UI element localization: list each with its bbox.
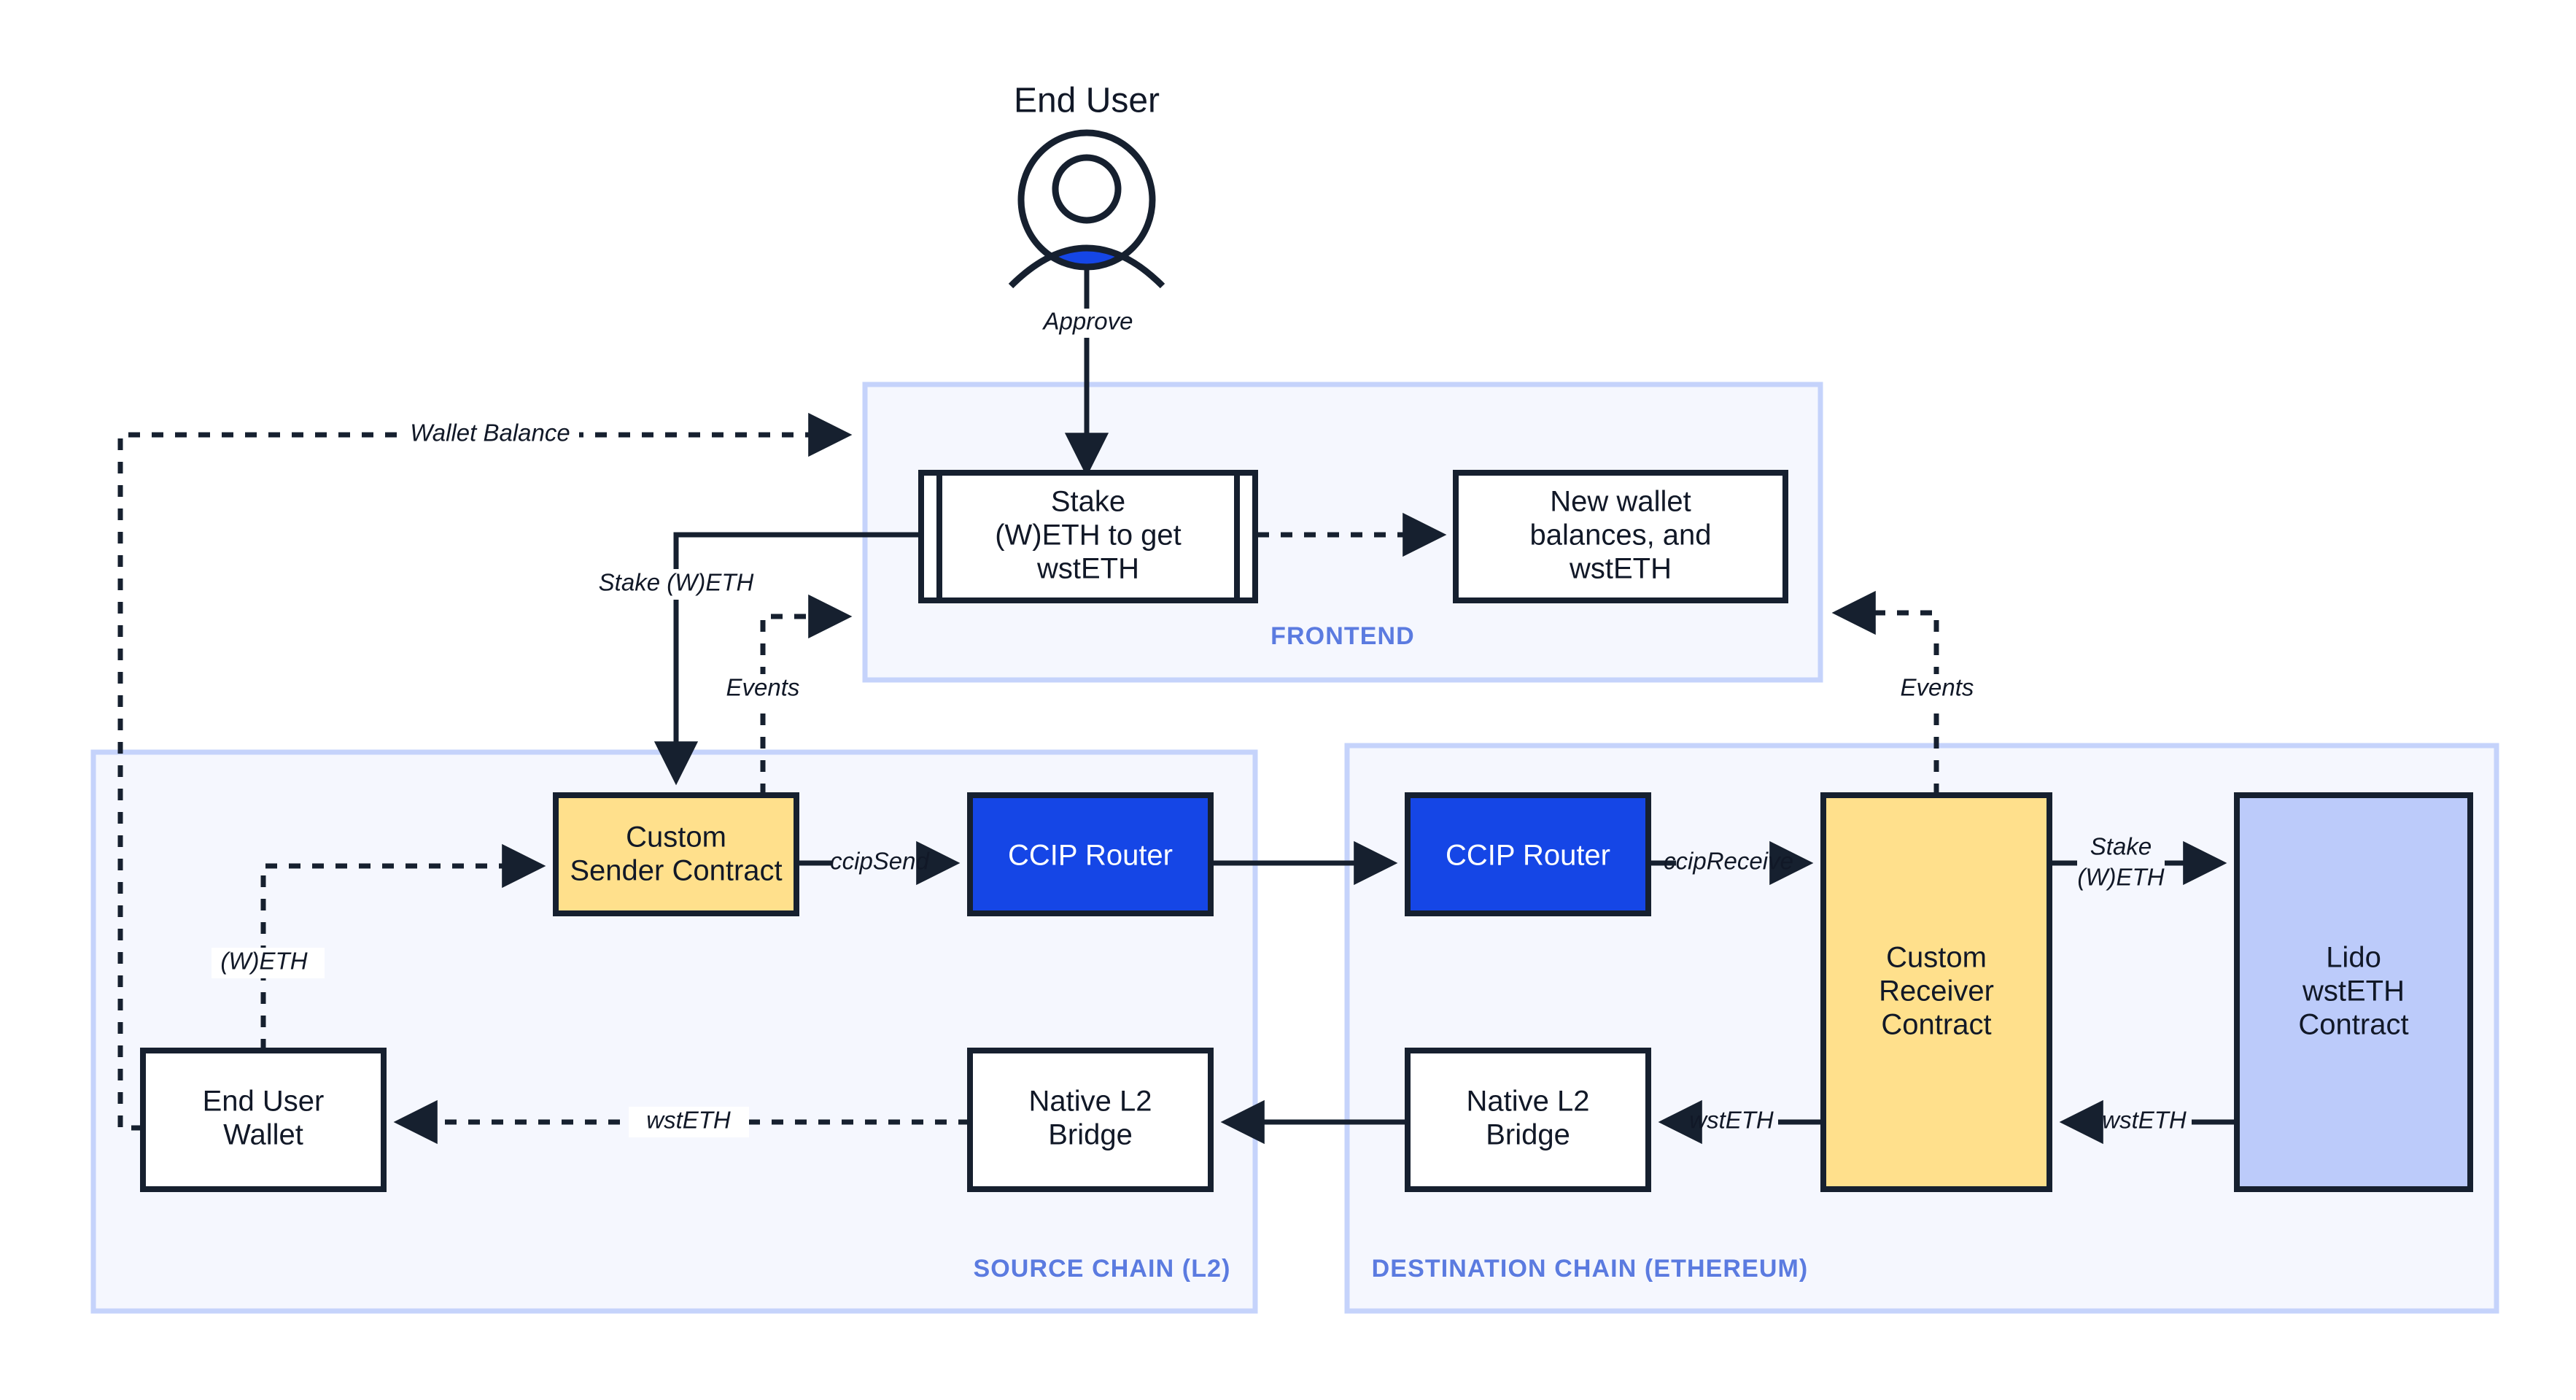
node-end-user-wallet[interactable]: End User Wallet <box>140 1048 387 1192</box>
node-router-dst-label: CCIP Router <box>1446 840 1610 872</box>
edge-label-events-source: Events <box>726 674 800 701</box>
edge-label-weth: (W)ETH <box>220 948 307 975</box>
node-lido-line-2: wstETH <box>2302 975 2405 1008</box>
node-stake-form-line-1: Stake <box>1051 486 1125 518</box>
group-label-source-chain: SOURCE CHAIN (L2) <box>973 1255 1230 1283</box>
edge-stake-weth-to-lido: Stake (W)ETH <box>2049 833 2227 891</box>
node-native-l2-bridge-destination[interactable]: Native L2 Bridge <box>1405 1048 1651 1192</box>
edge-label-wsteth-lido: wstETH <box>2102 1107 2187 1134</box>
node-lido-line-3: Contract <box>2298 1009 2408 1041</box>
edge-label-stake-line-2: (W)ETH <box>2077 864 2164 891</box>
node-bridge-src-line-1: Native L2 <box>1029 1086 1152 1118</box>
node-new-balances-line-2: balances, and <box>1529 519 1711 552</box>
node-ccip-router-source[interactable]: CCIP Router <box>967 792 1214 916</box>
edge-label-wsteth-receiver: wstETH <box>1689 1107 1774 1134</box>
node-lido-line-1: Lido <box>2326 942 2381 974</box>
edge-events-source: Events <box>713 594 853 795</box>
node-new-wallet-balances[interactable]: New wallet balances, and wstETH <box>1453 470 1788 603</box>
node-wallet-line-1: End User <box>203 1086 325 1118</box>
node-new-balances-line-3: wstETH <box>1569 553 1672 585</box>
node-bridge-dst-line-1: Native L2 <box>1467 1086 1590 1118</box>
node-stake-form-line-2: (W)ETH to get <box>995 519 1182 552</box>
actor-label: End User <box>1014 82 1160 120</box>
edge-wsteth-receiver-to-bridge: wstETH <box>1658 1099 1823 1145</box>
edge-label-events-destination: Events <box>1901 674 1974 701</box>
edge-wallet-balance: Wallet Balance <box>117 412 853 1131</box>
node-router-src-label: CCIP Router <box>1008 840 1173 872</box>
edge-wsteth-bridge-to-wallet: wstETH <box>393 1099 970 1145</box>
edge-label-ccipsend: ccipSend <box>830 848 930 875</box>
node-receiver-line-2: Receiver <box>1879 975 1994 1008</box>
node-new-balances-line-1: New wallet <box>1550 486 1691 518</box>
node-stake-form[interactable]: Stake (W)ETH to get wstETH <box>918 470 1258 603</box>
node-bridge-dst-line-2: Bridge <box>1486 1119 1570 1151</box>
node-ccip-router-destination[interactable]: CCIP Router <box>1405 792 1651 916</box>
edge-ccipsend: ccipSend <box>796 840 961 886</box>
edge-label-wsteth-wallet: wstETH <box>646 1107 731 1134</box>
edge-events-destination: Events <box>1831 590 1990 795</box>
node-sender-line-2: Sender Contract <box>570 855 782 887</box>
node-stake-form-line-3: wstETH <box>1036 553 1139 585</box>
edge-label-stake-weth: Stake (W)ETH <box>599 569 754 596</box>
group-label-destination-chain: DESTINATION CHAIN (ETHEREUM) <box>1372 1255 1809 1283</box>
edge-wsteth-lido-to-receiver: wstETH <box>2059 1099 2237 1145</box>
group-label-frontend: FRONTEND <box>1270 622 1415 650</box>
edge-ccipreceive: ccipReceive <box>1648 840 1814 886</box>
node-receiver-line-3: Contract <box>1881 1009 1991 1041</box>
edge-label-approve: Approve <box>1042 308 1133 335</box>
node-receiver-line-1: Custom <box>1886 942 1987 974</box>
node-lido-wsteth-contract[interactable]: Lido wstETH Contract <box>2234 792 2473 1192</box>
edge-label-stake-line-1: Stake <box>2090 833 2152 860</box>
edge-stake-weth: Stake (W)ETH <box>588 532 921 786</box>
node-wallet-line-2: Wallet <box>223 1119 303 1151</box>
node-sender-line-1: Custom <box>626 821 726 854</box>
edge-label-ccipreceive: ccipReceive <box>1664 848 1793 875</box>
edge-approve: Approve <box>1039 267 1138 477</box>
node-custom-sender-contract[interactable]: Custom Sender Contract <box>553 792 799 916</box>
node-native-l2-bridge-source[interactable]: Native L2 Bridge <box>967 1048 1214 1192</box>
edge-label-wallet-balance: Wallet Balance <box>410 419 570 446</box>
node-custom-receiver-contract[interactable]: Custom Receiver Contract <box>1820 792 2052 1192</box>
edge-weth-wallet-to-sender: (W)ETH <box>212 843 546 1051</box>
node-bridge-src-line-2: Bridge <box>1048 1119 1133 1151</box>
